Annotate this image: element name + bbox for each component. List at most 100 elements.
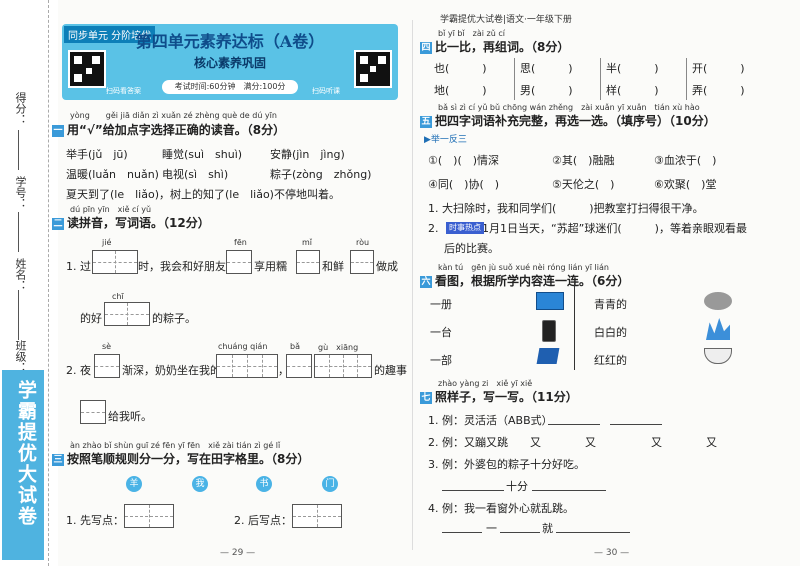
s1-sentence[interactable]: 夏天到了(le liǎo)，树上的知了(le liǎo)不停地叫着。 [66, 188, 340, 201]
s5-title-text: 把四字词语补充完整，再选一选。（填序号）（10分） [435, 114, 716, 128]
exam-info: 考试时间:60分钟 满分:100分 [162, 80, 298, 94]
s4-r2-2[interactable]: 男( ) [520, 84, 573, 97]
tianzi-rou[interactable] [350, 250, 374, 274]
brand-text: 学霸提优大试卷 [15, 380, 37, 527]
s5-opt-5[interactable]: ⑤天伦之( ) [552, 178, 615, 191]
s7-title: 七照样子，写一写。（11分） [420, 388, 578, 405]
s7-pinyin: zhào yàng zi xiě yī xiě [438, 379, 533, 388]
tianzi-shi[interactable] [80, 400, 106, 424]
s7-e4-blank-1[interactable] [442, 532, 482, 533]
book-icon[interactable] [536, 348, 560, 364]
s4-r2-1[interactable]: 地( ) [434, 84, 487, 97]
page-title: 第四单元素养达标（A卷） [135, 32, 325, 51]
grass-icon[interactable] [706, 318, 730, 340]
s4-r2-4[interactable]: 弄( ) [692, 84, 745, 97]
s6-right-2[interactable]: 白白的 [594, 326, 627, 339]
s7-e2[interactable]: 2. 例：又蹦又跳 又 又 又 又 [428, 436, 717, 449]
s5-opt-6[interactable]: ⑥欢聚( )堂 [654, 178, 717, 191]
tianzi-mi[interactable] [296, 250, 320, 274]
s1-number: 一 [52, 124, 64, 137]
s1-item-4[interactable]: 温暖(luǎn nuǎn) [66, 168, 159, 181]
header-tag: 同步单元 分阶培优 [64, 26, 156, 43]
tianzi-hou[interactable] [292, 504, 342, 528]
s3-title-text: 按照笔顺规则分一分，写在田字格里。（8分） [67, 452, 310, 466]
s1-item-3[interactable]: 安静(jìn jìng) [270, 148, 345, 161]
bowl-icon[interactable] [704, 348, 732, 364]
s6-left-3[interactable]: 一部 [430, 354, 452, 367]
py-chi: chī [112, 292, 124, 301]
s4-r1-1[interactable]: 也( ) [434, 62, 487, 75]
s5-tag: ▶举一反三 [424, 135, 467, 145]
s4-r1-2[interactable]: 思( ) [520, 62, 573, 75]
s4-r2-3[interactable]: 样( ) [606, 84, 659, 97]
tianzi-chuangqian[interactable] [216, 354, 278, 378]
s7-title-text: 照样子，写一写。（11分） [435, 390, 578, 404]
s2-number: 二 [52, 217, 64, 230]
s2-l1b: 时，我会和好朋友一起 [138, 260, 248, 273]
s2-l1d: 和鲜 [322, 260, 344, 273]
page-number-right: — 30 — [594, 548, 630, 558]
s5-opt-4[interactable]: ④同( )协( ) [428, 178, 500, 191]
s4-r1-3[interactable]: 半( ) [606, 62, 659, 75]
s6-title: 六看图，根据所学内容连一连。（6分） [420, 272, 629, 289]
s6-title-text: 看图，根据所学内容连一连。（6分） [435, 274, 630, 288]
s2-l3d: 的趣事 [374, 364, 407, 377]
s5-pinyin: bǎ sì zì cí yǔ bǔ chōng wán zhěng zài xu… [438, 103, 700, 112]
tianzi-guxiang[interactable] [314, 354, 372, 378]
tianzi-chi[interactable] [104, 302, 150, 326]
s7-e4-blank-2[interactable] [500, 532, 540, 533]
qr-left-caption: 扫码看答案 [106, 87, 141, 95]
s5-q2[interactable]: 2. 11月1日当天，“苏超”球迷们( )，等着亲眼观看最 [428, 222, 747, 235]
s5-q1[interactable]: 1. 大扫除时，我和同学们( )把教室打扫得很干净。 [428, 202, 704, 215]
phone-icon[interactable] [542, 320, 556, 342]
py-mi: mǐ [302, 238, 313, 247]
s7-e3-blank-2[interactable] [532, 490, 606, 491]
tianzi-xian[interactable] [124, 504, 174, 528]
tianzi-fen[interactable] [226, 250, 252, 274]
s4-r1-4[interactable]: 开( ) [692, 62, 745, 75]
s7-e4c: 就 [542, 522, 553, 535]
brand-band [2, 370, 44, 560]
hot-topic-badge: 时事热点 [446, 222, 484, 234]
s7-e1: 1. 例：灵活活（ABB式） [428, 414, 553, 427]
s6-left-2[interactable]: 一台 [430, 326, 452, 339]
unit-header: 同步单元 分阶培优 第四单元素养达标（A卷） 核心素养巩固 扫码看答案 扫码听课… [62, 24, 398, 100]
s7-e1-blank-2[interactable] [610, 424, 662, 425]
s7-e1-blank-1[interactable] [548, 424, 600, 425]
s1-item-5[interactable]: 电视(sì shì) [162, 168, 229, 181]
tv-icon[interactable] [536, 292, 564, 310]
tianzi-jie[interactable] [92, 250, 138, 274]
stones-icon[interactable] [704, 292, 732, 310]
char-shu: 书 [256, 476, 272, 492]
s1-item-2[interactable]: 睡觉(suì shuì) [162, 148, 243, 161]
id-label: 学号： [14, 176, 27, 209]
py-fen: fēn [234, 238, 247, 247]
s6-right-1[interactable]: 青青的 [594, 298, 627, 311]
qr-code-left-icon[interactable] [68, 50, 106, 88]
s7-e3-blank-1[interactable] [442, 490, 504, 491]
s2-title: 二读拼音，写词语。（12分） [52, 214, 210, 231]
qr-code-right-icon[interactable] [354, 50, 392, 88]
s6-divider [574, 282, 575, 370]
tianzi-se[interactable] [94, 354, 120, 378]
s1-item-1[interactable]: 举手(jǔ jū) [66, 148, 128, 161]
qr-right-caption: 扫码听课 [312, 87, 340, 95]
name-label: 姓名： [14, 258, 27, 291]
s2-l1e: 做成 [376, 260, 398, 273]
s5-opt-1[interactable]: ①( )( )情深 [428, 154, 500, 167]
s5-opt-3[interactable]: ③血浓于( ) [654, 154, 717, 167]
tianzi-ba[interactable] [286, 354, 312, 378]
s5-opt-2[interactable]: ②其( )融融 [552, 154, 615, 167]
s1-item-6[interactable]: 粽子(zòng zhǒng) [270, 168, 372, 181]
s7-number: 七 [420, 391, 432, 404]
s6-right-3[interactable]: 红红的 [594, 354, 627, 367]
char-men: 门 [322, 476, 338, 492]
page-divider [412, 20, 413, 550]
s1-title-text: 用“√”给加点字选择正确的读音。（8分） [67, 123, 286, 137]
s7-e4-blank-3[interactable] [556, 532, 630, 533]
s6-left-1[interactable]: 一册 [430, 298, 452, 311]
s7-e4b: 一 [486, 522, 497, 535]
s4-divider-2 [600, 58, 601, 100]
page-number-left: — 29 — [220, 548, 256, 558]
